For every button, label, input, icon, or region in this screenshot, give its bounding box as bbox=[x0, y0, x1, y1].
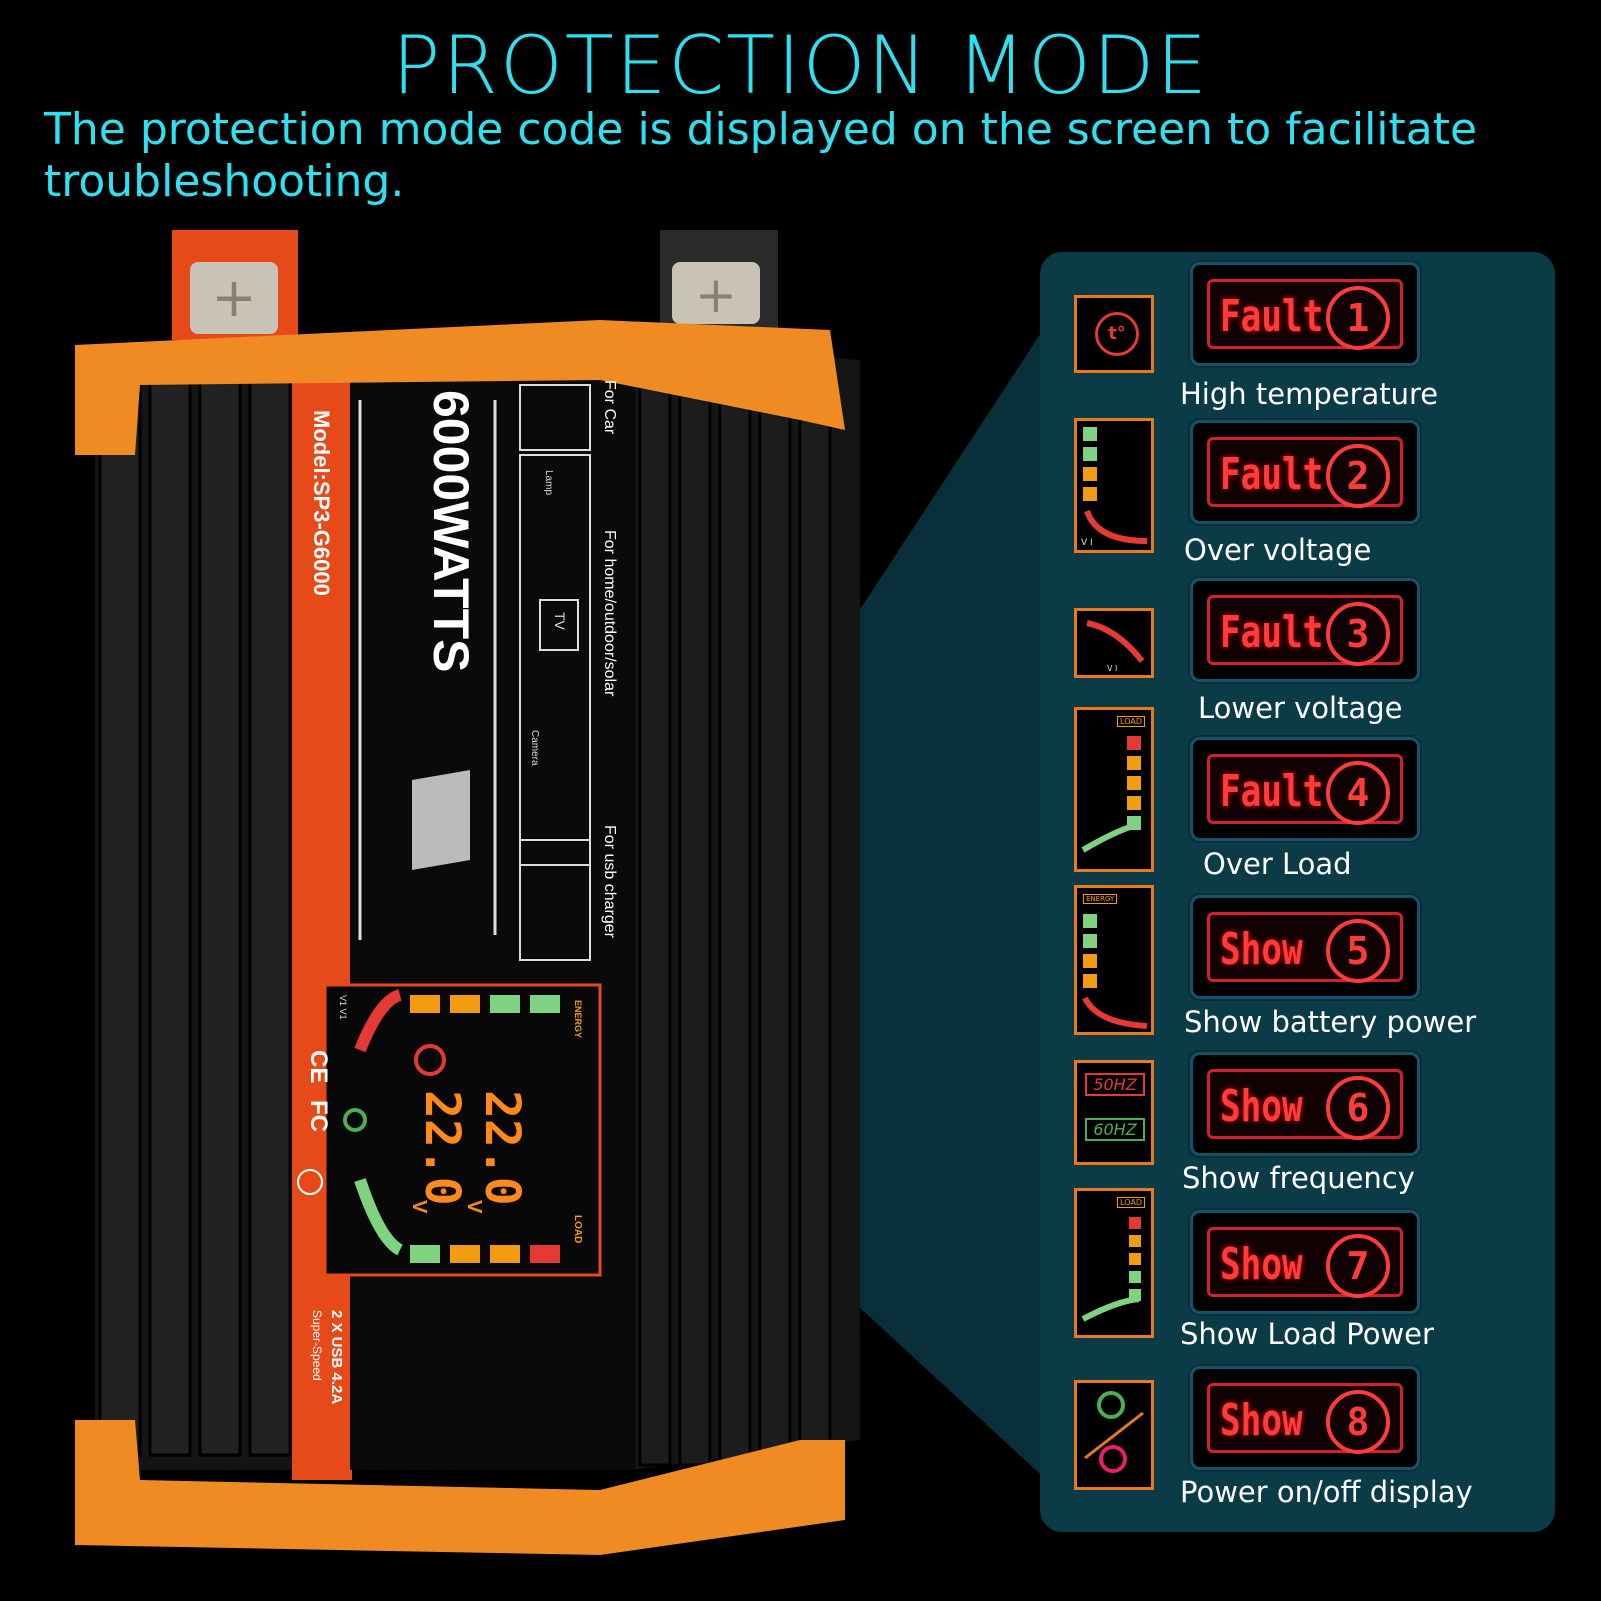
power-on-icon bbox=[1097, 1391, 1125, 1419]
device-power: 6000WATTS bbox=[423, 390, 479, 673]
energy-label: ENERGY bbox=[1083, 894, 1118, 904]
mode-code-frame: Show 6 bbox=[1207, 1069, 1403, 1140]
mode-code-number: 6 bbox=[1326, 1076, 1390, 1140]
use-usb: For usb charger bbox=[601, 825, 618, 938]
voltage-low-icon: V I bbox=[1074, 608, 1154, 678]
mode-code-word: Fault bbox=[1220, 291, 1324, 342]
voltage-high-icon: V I bbox=[1074, 418, 1154, 553]
screen-volt-1: V bbox=[408, 1200, 430, 1214]
power-off-icon bbox=[1099, 1445, 1127, 1473]
load-label: LOAD bbox=[1117, 1197, 1145, 1208]
load-label: LOAD bbox=[1117, 716, 1145, 727]
freq-60: 60HZ bbox=[1085, 1118, 1145, 1141]
cert-fc: FC bbox=[305, 1100, 332, 1132]
icon-label-camera: Camera bbox=[529, 730, 540, 766]
mode-code-7: Show 7 bbox=[1190, 1210, 1420, 1314]
use-car: For Car bbox=[601, 380, 618, 435]
mode-code-word: Show bbox=[1220, 1395, 1303, 1446]
power-icon bbox=[1074, 1380, 1154, 1490]
mode-label: Show frequency bbox=[1182, 1161, 1415, 1195]
mode-code-number: 7 bbox=[1326, 1234, 1390, 1298]
arc bbox=[1086, 620, 1145, 663]
thermometer-glyph: t° bbox=[1095, 312, 1139, 356]
mode-code-number: 8 bbox=[1326, 1390, 1390, 1454]
mode-label: Lower voltage bbox=[1198, 691, 1403, 725]
thermometer-icon: t° bbox=[1074, 295, 1154, 373]
energy-bar-icon: ENERGY bbox=[1074, 885, 1154, 1035]
mode-code-number: 1 bbox=[1326, 286, 1390, 350]
page-title: PROTECTION MODE bbox=[392, 19, 1209, 112]
screen-volt-2: V bbox=[463, 1200, 485, 1214]
load-power-icon: LOAD bbox=[1074, 1188, 1154, 1338]
vi-label: V I bbox=[1107, 664, 1118, 673]
device-model: Model:SP3-G6000 bbox=[309, 410, 334, 596]
mode-label: Over voltage bbox=[1184, 533, 1372, 567]
screen-vi-label: V1 V1 bbox=[338, 995, 348, 1020]
frequency-icon: 50HZ 60HZ bbox=[1074, 1060, 1154, 1165]
divider-line bbox=[1084, 1411, 1144, 1460]
display-digits-2: 22.0 bbox=[474, 1090, 530, 1206]
mode-code-number: 5 bbox=[1326, 919, 1390, 983]
icon-label-lamp: Lamp bbox=[543, 470, 554, 496]
use-home: For home/outdoor/solar bbox=[601, 530, 618, 697]
icon-label-tv: TV bbox=[552, 612, 568, 630]
svg-text:+: + bbox=[695, 266, 737, 324]
mode-label: High temperature bbox=[1180, 377, 1439, 411]
mode-code-number: 4 bbox=[1326, 761, 1390, 825]
mode-code-number: 2 bbox=[1326, 444, 1390, 508]
arc bbox=[1084, 509, 1148, 544]
cert-ce: CE bbox=[305, 1050, 332, 1084]
arc bbox=[1082, 996, 1148, 1029]
mode-code-number: 3 bbox=[1326, 602, 1390, 666]
display-digits-1: 22.0 bbox=[414, 1090, 470, 1206]
bar-seg bbox=[1083, 447, 1097, 461]
mode-code-frame: Show 8 bbox=[1207, 1383, 1403, 1454]
bar-seg bbox=[1083, 427, 1097, 441]
arc bbox=[1081, 822, 1138, 853]
mode-code-word: Show bbox=[1220, 1081, 1303, 1132]
bar-seg bbox=[1083, 467, 1097, 481]
bar-seg bbox=[1083, 487, 1097, 501]
mode-label: Over Load bbox=[1203, 847, 1352, 881]
mode-code-5: Show 5 bbox=[1190, 895, 1420, 999]
mode-code-word: Fault bbox=[1220, 766, 1324, 817]
svg-text:+: + bbox=[211, 266, 256, 329]
vi-label: V I bbox=[1081, 538, 1093, 548]
mode-code-frame: Show 5 bbox=[1207, 912, 1403, 983]
screen-energy-label: ENERGY bbox=[573, 1000, 583, 1039]
usb-spec: 2 X USB 4.2A bbox=[328, 1310, 345, 1405]
mode-code-6: Show 6 bbox=[1190, 1052, 1420, 1156]
screen-load-label: LOAD bbox=[572, 1215, 583, 1244]
load-bar-icon: LOAD bbox=[1074, 707, 1154, 872]
mode-label: Show Load Power bbox=[1180, 1317, 1434, 1351]
arc bbox=[1081, 1296, 1140, 1322]
mode-code-word: Show bbox=[1220, 1239, 1303, 1290]
mode-code-word: Fault bbox=[1220, 607, 1324, 658]
page-subtitle: The protection mode code is displayed on… bbox=[44, 104, 1478, 207]
mode-label: Show battery power bbox=[1184, 1005, 1477, 1039]
mode-code-word: Fault bbox=[1220, 449, 1324, 500]
usb-spec-sub: Super-Speed bbox=[310, 1310, 324, 1381]
mode-label: Power on/off display bbox=[1180, 1475, 1473, 1509]
mode-code-word: Show bbox=[1220, 924, 1303, 975]
freq-50: 50HZ bbox=[1085, 1073, 1145, 1096]
mode-code-8: Show 8 bbox=[1190, 1366, 1420, 1470]
mode-code-frame: Show 7 bbox=[1207, 1227, 1403, 1298]
